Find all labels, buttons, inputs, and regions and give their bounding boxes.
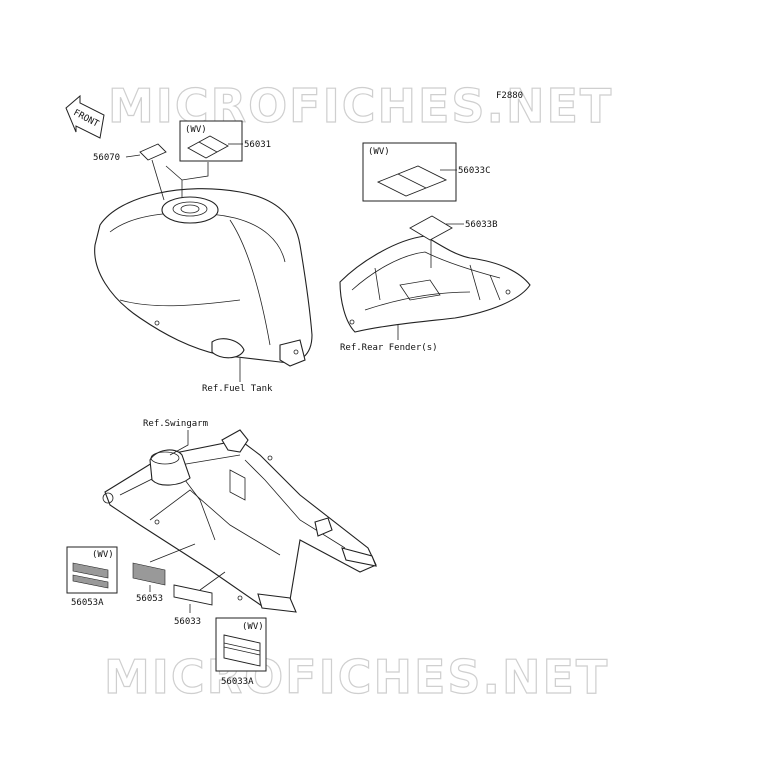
decal-56033A <box>223 634 261 667</box>
decal-56033B <box>409 215 453 241</box>
decal-56053 <box>132 562 166 586</box>
ref-swingarm: Ref.Swingarm <box>143 419 208 429</box>
part-56033-label: 56033 <box>174 617 201 627</box>
variant-56033C: (WV) <box>368 147 390 157</box>
decal-56033 <box>173 584 213 606</box>
watermark-bottom: MICROFICHES.NET <box>104 650 609 704</box>
part-56033A-label: 56033A <box>221 677 254 687</box>
ref-fuel-tank: Ref.Fuel Tank <box>202 384 273 394</box>
variant-56031: (WV) <box>185 125 207 135</box>
fuel-tank-illustration <box>94 188 313 367</box>
front-arrow-icon: FRONT <box>65 94 105 139</box>
decal-56053A-bottom <box>72 574 109 589</box>
part-56070-label: 56070 <box>93 153 120 163</box>
part-56033B-label: 56033B <box>465 220 498 230</box>
leader-56070-tank <box>151 159 165 201</box>
leader-56031-tank <box>165 162 209 181</box>
part-56031-label: 56031 <box>244 140 271 150</box>
part-56053A-label: 56053A <box>71 598 104 608</box>
leader-56070 <box>125 154 141 158</box>
variant-56033A: (WV) <box>242 622 264 632</box>
part-56033C-label: 56033C <box>458 166 491 176</box>
swingarm-illustration <box>102 429 377 613</box>
leader-56053 <box>149 543 196 563</box>
variant-56053A: (WV) <box>92 550 114 560</box>
part-56053-label: 56053 <box>136 594 163 604</box>
ref-rear-fender: Ref.Rear Fender(s) <box>340 343 438 353</box>
rear-fender-illustration <box>339 235 531 333</box>
decal-56070 <box>139 143 167 161</box>
leader-swingarm <box>169 430 189 456</box>
leader-56033 <box>199 571 226 591</box>
decal-56053A-top <box>72 562 109 579</box>
figure-code: F2880 <box>496 91 523 101</box>
